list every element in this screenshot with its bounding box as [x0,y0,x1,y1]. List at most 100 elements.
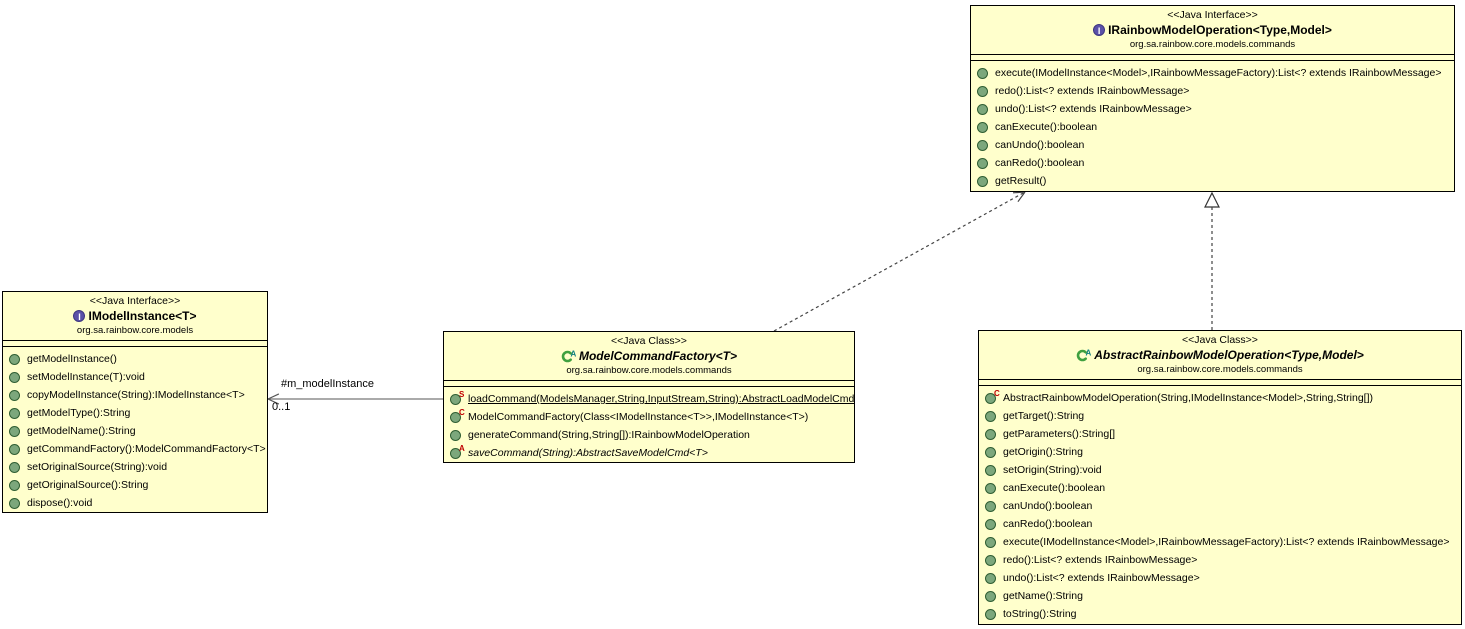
package-name: org.sa.rainbow.core.models.commands [566,365,732,376]
public-method-icon [9,371,20,383]
method-row[interactable]: undo():List<? extends IRainbowMessage> [979,569,1461,587]
svg-text:A: A [570,350,576,359]
method-row[interactable]: getOrigin():String [979,443,1461,461]
method-label: loadCommand(ModelsManager,String,InputSt… [468,393,854,405]
method-label: canRedo():boolean [1003,518,1093,530]
attributes-compartment [979,380,1461,386]
open-arrowhead [267,393,280,400]
stereotype-label: <<Java Class>> [611,335,687,347]
method-label: execute(IModelInstance<Model>,IRainbowMe… [1003,536,1450,548]
public-method-icon [9,353,20,365]
relation-m-model-instance-association[interactable] [267,393,443,405]
public-method-icon [977,175,988,187]
method-row[interactable]: getModelType():String [3,404,267,422]
method-label: generateCommand(String,String[]):IRainbo… [468,429,750,441]
method-label: setOriginalSource(String):void [27,461,168,473]
methods-compartment: execute(IModelInstance<Model>,IRainbowMe… [971,61,1454,191]
method-row[interactable]: dispose():void [3,494,267,512]
method-row[interactable]: redo():List<? extends IRainbowMessage> [979,551,1461,569]
method-label: undo():List<? extends IRainbowMessage> [1003,572,1200,584]
public-method-icon [985,554,996,566]
method-row[interactable]: getModelInstance() [3,350,267,368]
public-method-icon [985,518,996,530]
method-label: setModelInstance(T):void [27,371,145,383]
method-row[interactable]: getName():String [979,587,1461,605]
method-label: setOrigin(String):void [1003,464,1102,476]
method-row[interactable]: execute(IModelInstance<Model>,IRainbowMe… [971,64,1454,82]
method-row[interactable]: canUndo():boolean [979,497,1461,515]
method-row[interactable]: canExecute():boolean [979,479,1461,497]
method-row[interactable]: getOriginalSource():String [3,476,267,494]
method-row[interactable]: generateCommand(String,String[]):IRainbo… [444,426,854,444]
method-label: getTarget():String [1003,410,1085,422]
association-multiplicity-label[interactable]: 0..1 [272,401,291,413]
class-name: IRainbowModelOperation<Type,Model> [1108,23,1332,37]
method-row[interactable]: copyModelInstance(String):IModelInstance… [3,386,267,404]
class-name: IModelInstance<T> [88,309,197,323]
public-method-icon [977,67,988,79]
method-row[interactable]: canExecute():boolean [971,118,1454,136]
method-label: AbstractRainbowModelOperation(String,IMo… [1003,392,1374,404]
interface-icon: I [73,310,86,322]
package-name: org.sa.rainbow.core.models.commands [1129,39,1296,50]
method-label: redo():List<? extends IRainbowMessage> [995,85,1190,97]
public-method-icon [985,410,996,422]
public-method-icon [985,464,996,476]
method-row[interactable]: toString():String [979,605,1461,623]
public-method-icon [977,157,988,169]
relation-line [773,191,1026,332]
package-name: org.sa.rainbow.core.models.commands [1137,364,1303,375]
method-label: canUndo():boolean [995,139,1085,151]
relation-operation-realization[interactable] [1204,191,1220,330]
public-method-icon [985,536,996,548]
method-row[interactable]: execute(IModelInstance<Model>,IRainbowMe… [979,533,1461,551]
abstract-class-icon: A [561,350,576,363]
method-label: getCommandFactory():ModelCommandFactory<… [27,443,266,455]
method-row[interactable]: canRedo():boolean [979,515,1461,533]
method-row[interactable]: undo():List<? extends IRainbowMessage> [971,100,1454,118]
association-name-label[interactable]: #m_modelInstance [281,378,374,390]
method-row[interactable]: redo():List<? extends IRainbowMessage> [971,82,1454,100]
method-row[interactable]: canRedo():boolean [971,154,1454,172]
attributes-compartment [444,381,854,387]
method-row[interactable]: canUndo():boolean [971,136,1454,154]
method-row[interactable]: setOriginalSource(String):void [3,458,267,476]
method-row[interactable]: getTarget():String [979,407,1461,425]
relation-factory-dependency[interactable] [773,191,1026,332]
svg-text:A: A [1086,349,1092,358]
method-row[interactable]: getResult() [971,172,1454,190]
attributes-compartment [971,55,1454,61]
hollow-triangle-arrowhead [1204,191,1220,208]
method-row[interactable]: getModelName():String [3,422,267,440]
method-label: toString():String [1003,608,1077,620]
public-method-icon [985,608,996,620]
public-method-icon [985,572,996,584]
open-arrowhead [267,398,280,405]
method-row[interactable]: setModelInstance(T):void [3,368,267,386]
open-arrowhead [1017,191,1026,203]
method-row[interactable]: setOrigin(String):void [979,461,1461,479]
public-method-icon [985,590,996,602]
method-row[interactable]: getCommandFactory():ModelCommandFactory<… [3,440,267,458]
method-label: getName():String [1003,590,1083,602]
public-method-icon [985,500,996,512]
method-row[interactable]: getParameters():String[] [979,425,1461,443]
public-method-icon [977,139,988,151]
modifier-badge-a: A [459,443,465,453]
public-method-icon [9,443,20,455]
public-method-icon [977,103,988,115]
public-method-icon [450,411,461,423]
